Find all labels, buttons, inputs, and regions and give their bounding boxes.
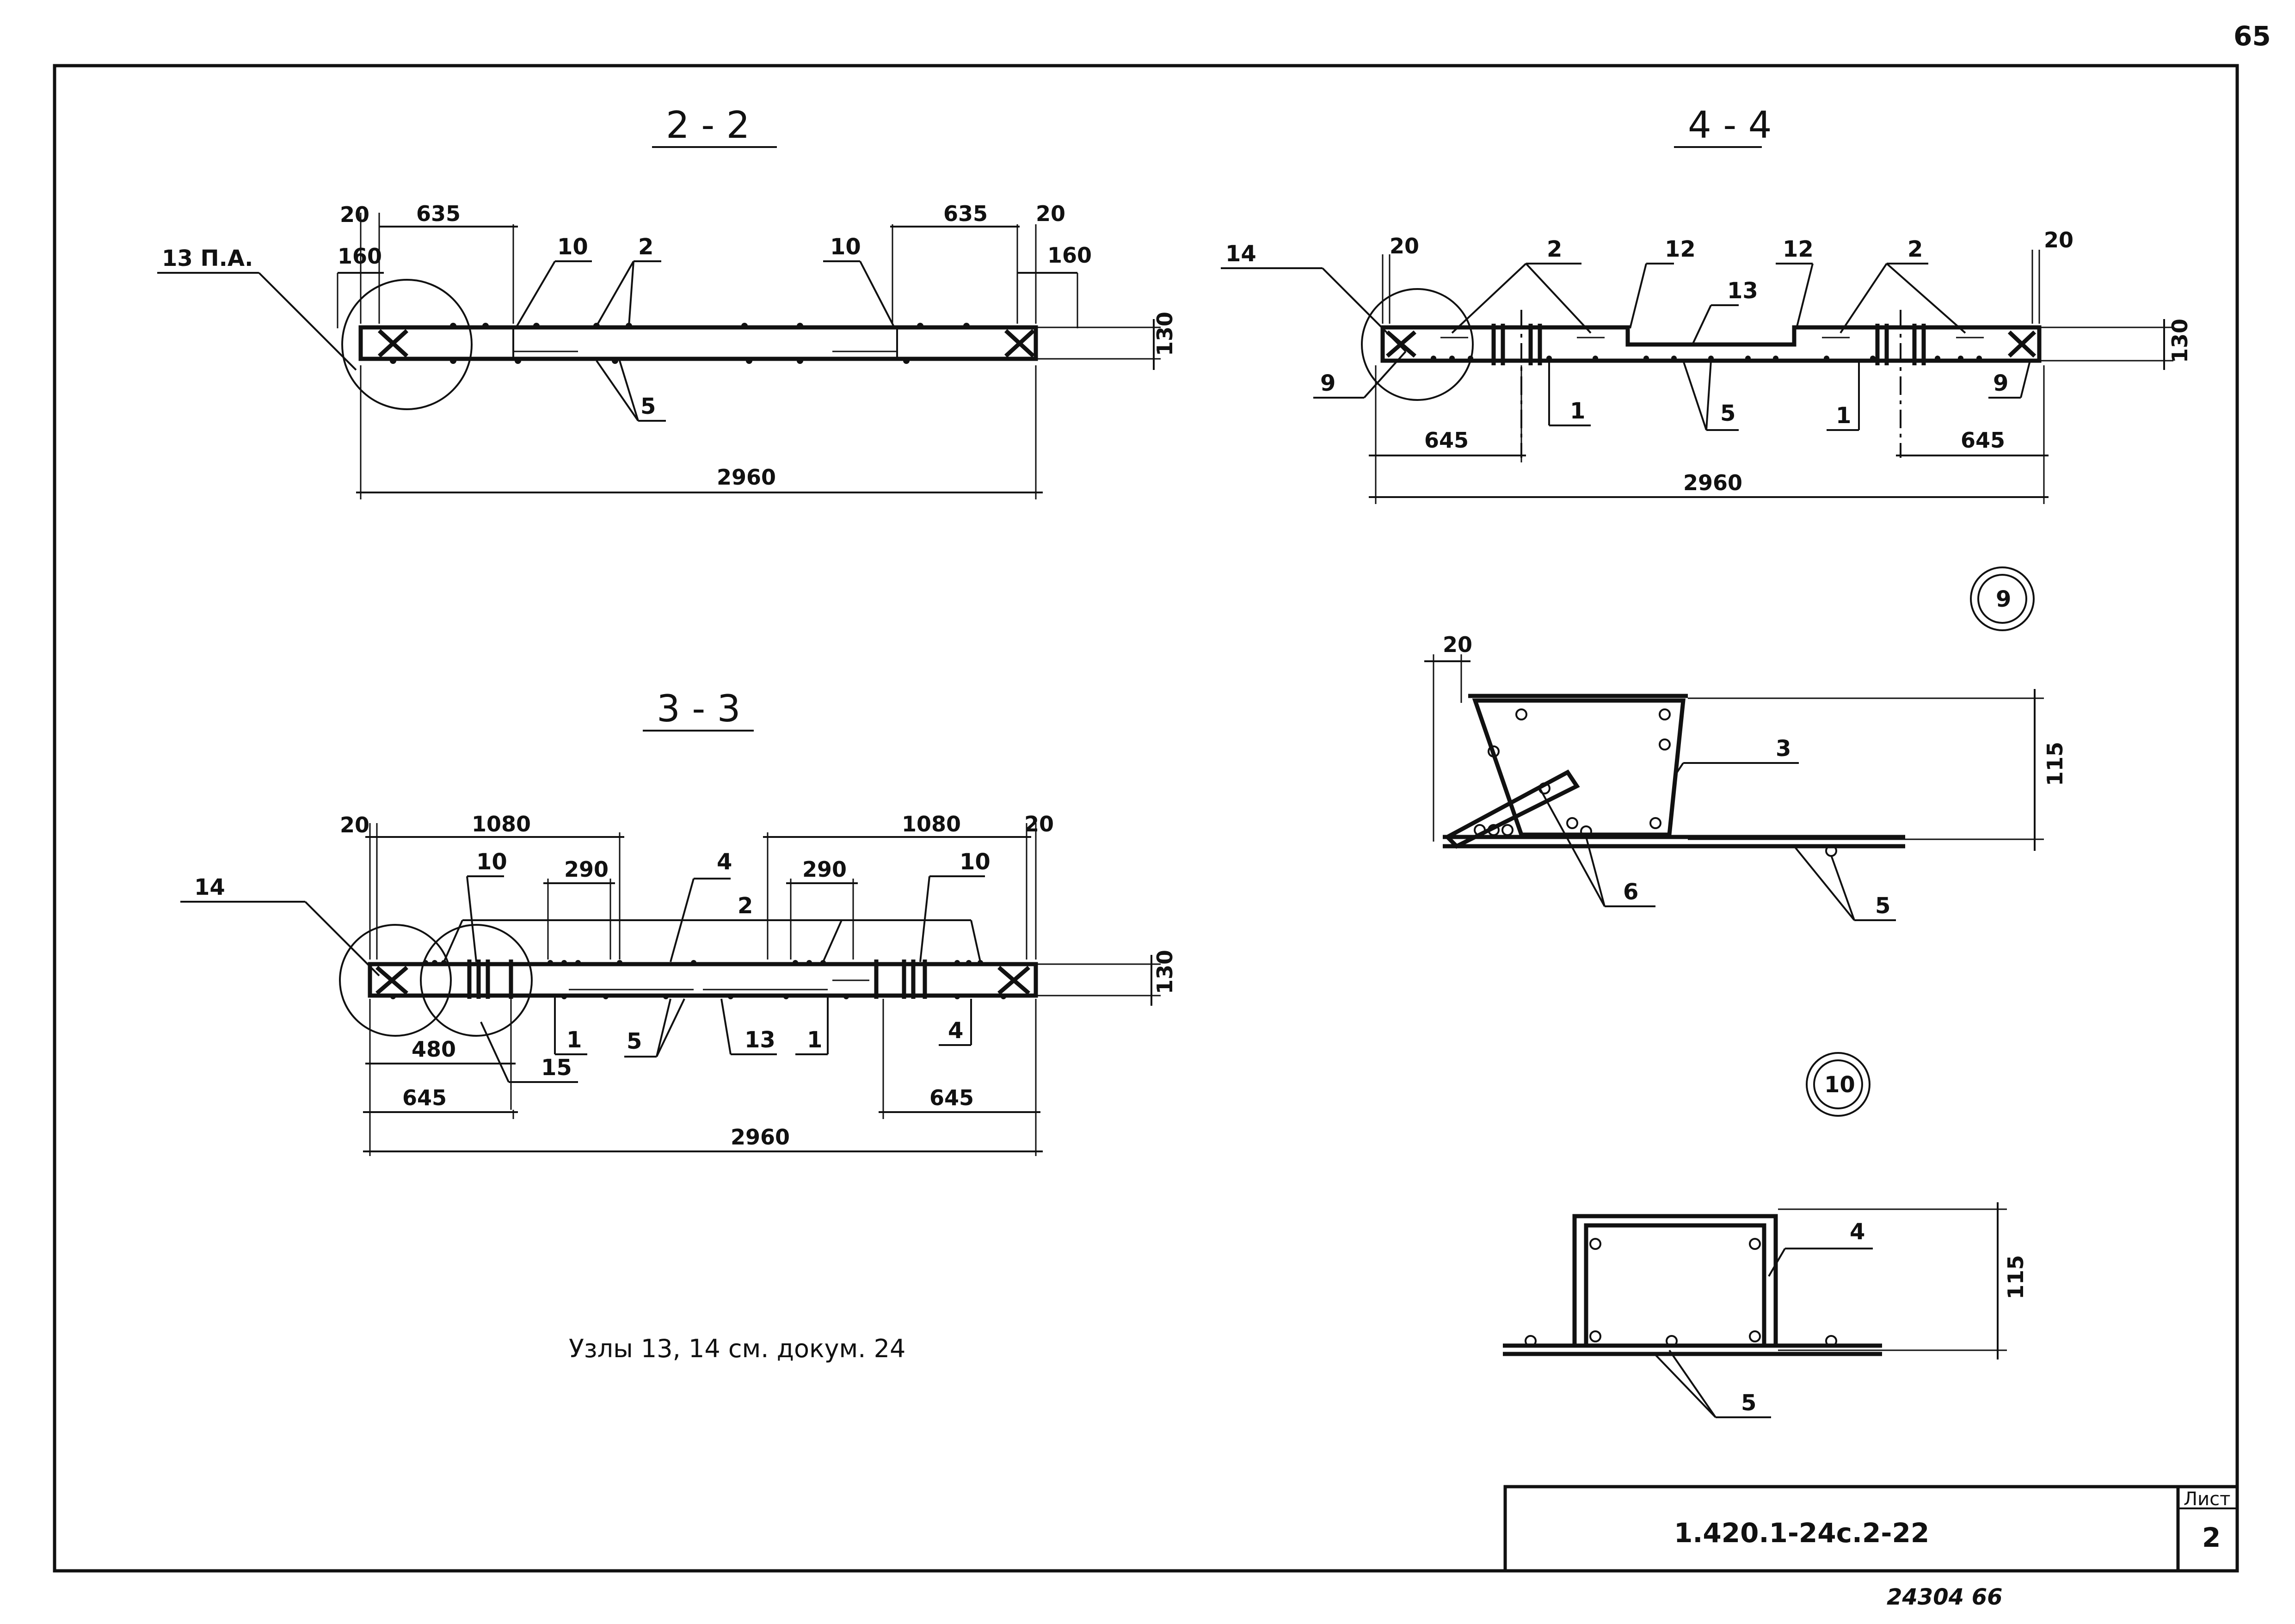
dim-1080-left: 1080 xyxy=(472,812,531,837)
dim-645-left: 645 xyxy=(1424,428,1469,453)
label-9-left: 9 xyxy=(1320,370,1335,396)
label-13: 13 xyxy=(1727,278,1758,304)
dim-20-right-4-4: 20 xyxy=(2044,228,2073,252)
node-circle-14 xyxy=(339,924,452,1037)
slab-outline-2-2 xyxy=(358,325,1038,361)
node-10-label-4: 4 xyxy=(1850,1219,1865,1245)
node-9-marker: 9 xyxy=(1996,586,2011,612)
label-1-left: 1 xyxy=(1570,398,1585,424)
label-1-right-3-3: 1 xyxy=(807,1027,822,1053)
label-2-left: 2 xyxy=(1547,236,1562,262)
node-circle-2-2 xyxy=(341,279,473,410)
node-10-detail: 10 4 115 5 xyxy=(1503,1052,2028,1418)
dim-130-3-3: 130 xyxy=(1152,950,1177,994)
dim-1080-right: 1080 xyxy=(902,812,961,837)
dim-645-left-3-3: 645 xyxy=(402,1085,447,1110)
section-4-4: 4 - 4 14 xyxy=(1221,104,2192,504)
node-9-dim-115: 115 xyxy=(2043,742,2067,786)
label-10-left-3-3: 10 xyxy=(476,849,507,875)
label-1-left-3-3: 1 xyxy=(566,1027,582,1053)
section-3-3: 3 - 3 xyxy=(180,687,1177,1156)
label-12-left: 12 xyxy=(1665,236,1696,262)
node-9-detail: 9 20 3 115 6 5 xyxy=(1424,566,2067,921)
dim-645-right: 645 xyxy=(1961,428,2005,453)
label-10-left: 10 xyxy=(557,234,588,260)
label-2: 2 xyxy=(638,234,653,260)
page-number: 65 xyxy=(2233,20,2271,52)
dim-20-left-4-4: 20 xyxy=(1390,234,1419,258)
label-10-right-3-3: 10 xyxy=(960,849,991,875)
label-1-right: 1 xyxy=(1836,403,1851,429)
dim-2960-4-4: 2960 xyxy=(1683,470,1742,495)
bottom-stamp: 24304 66 xyxy=(1887,1584,2003,1610)
title-sheet-label: Лист xyxy=(2184,1489,2230,1510)
node-9-label-3: 3 xyxy=(1776,736,1791,762)
nodes-note: Узлы 13, 14 см. докум. 24 xyxy=(569,1334,905,1363)
label-4-top: 4 xyxy=(717,849,732,875)
rebar-dots-2-2 xyxy=(390,323,970,364)
label-15: 15 xyxy=(541,1055,572,1081)
dim-130-4-4: 130 xyxy=(2167,319,2192,363)
label-12-right: 12 xyxy=(1783,236,1814,262)
dim-130: 130 xyxy=(1152,312,1177,356)
dim-20-left: 20 xyxy=(340,202,369,227)
dim-635-left: 635 xyxy=(416,201,461,226)
node-10-dim-115: 115 xyxy=(2003,1255,2028,1299)
node-10-label-5: 5 xyxy=(1741,1390,1756,1416)
label-13pa: 13 П.А. xyxy=(162,246,253,271)
dim-480: 480 xyxy=(412,1037,456,1062)
node-9-label-6: 6 xyxy=(1623,879,1638,905)
dim-645-right-3-3: 645 xyxy=(929,1085,974,1110)
label-5-4-4: 5 xyxy=(1720,400,1735,426)
dim-2960-3-3: 2960 xyxy=(731,1125,790,1150)
rebar-dots-3-3 xyxy=(390,960,1006,999)
label-4-bottom: 4 xyxy=(948,1018,963,1044)
label-14: 14 xyxy=(1225,241,1256,267)
dim-290-left: 290 xyxy=(564,857,609,882)
slab-outline-3-3 xyxy=(368,962,1038,998)
section-title-2-2: 2 - 2 xyxy=(666,104,750,147)
label-10-right: 10 xyxy=(830,234,861,260)
node-10-marker: 10 xyxy=(1824,1072,1855,1098)
label-13-3-3: 13 xyxy=(744,1027,775,1053)
dim-20-right-3-3: 20 xyxy=(1024,812,1054,837)
section-2-2: 2 - 2 13 П.А. xyxy=(157,104,1177,499)
dim-635-right: 635 xyxy=(943,201,988,226)
dim-160-right: 160 xyxy=(1047,243,1092,268)
title-sheet-number: 2 xyxy=(2202,1522,2221,1553)
title-block: Лист 2 1.420.1-24с.2-22 xyxy=(1503,1485,2239,1573)
node-circle-4-4 xyxy=(1361,288,1474,401)
label-5: 5 xyxy=(640,394,656,419)
node-9-dim-20: 20 xyxy=(1443,632,1472,657)
label-9-right: 9 xyxy=(1993,370,2008,396)
section-title-4-4: 4 - 4 xyxy=(1688,104,1772,147)
section-title-3-3: 3 - 3 xyxy=(657,687,741,730)
dim-160-left: 160 xyxy=(338,244,382,269)
label-2-right: 2 xyxy=(1907,236,1923,262)
label-2-3-3: 2 xyxy=(738,893,753,919)
node-9-label-5: 5 xyxy=(1875,893,1890,919)
label-5-3-3: 5 xyxy=(627,1028,642,1054)
label-14-3-3: 14 xyxy=(194,874,225,900)
dim-2960: 2960 xyxy=(717,465,776,490)
node-circle-15 xyxy=(420,924,533,1037)
dim-20-left-3-3: 20 xyxy=(340,812,369,837)
title-code: 1.420.1-24с.2-22 xyxy=(1674,1517,1929,1549)
drawing-frame xyxy=(53,64,2239,1573)
dim-290-right: 290 xyxy=(802,857,847,882)
dim-20-right: 20 xyxy=(1036,201,1065,226)
